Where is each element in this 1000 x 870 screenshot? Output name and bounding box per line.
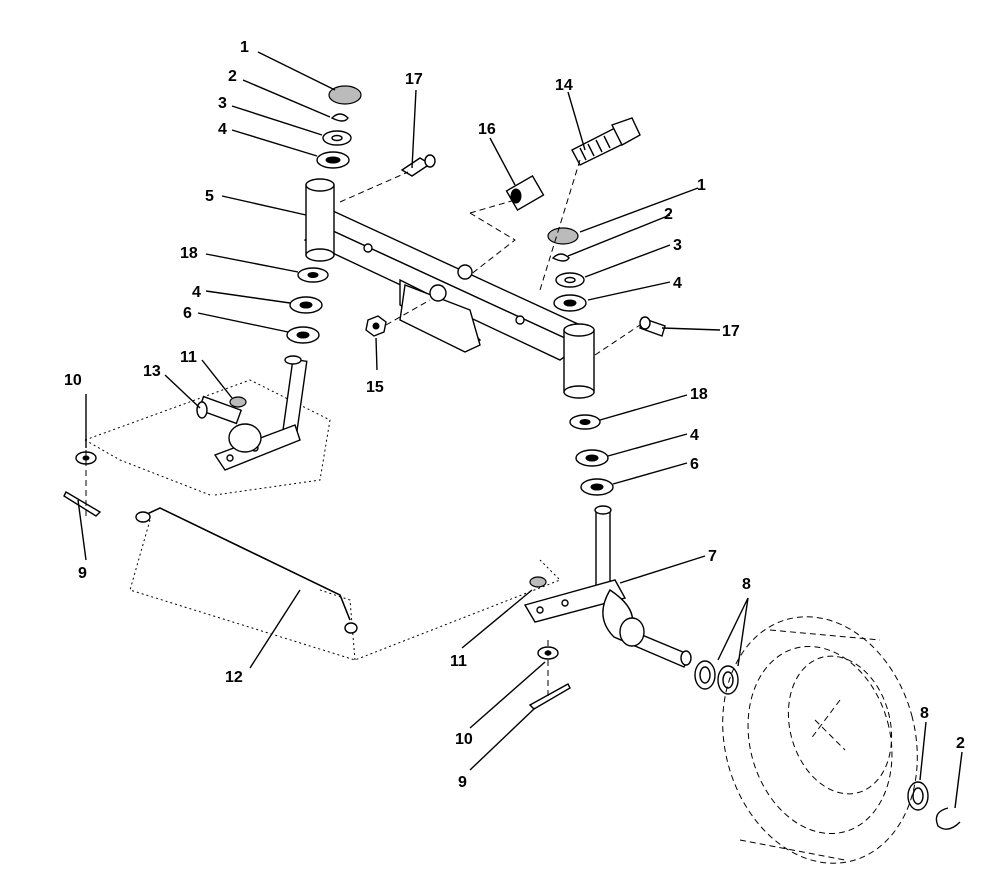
left-lower-parts [286,267,329,344]
frame-outline [84,379,561,661]
callout-7: 7 [708,548,717,565]
callout-4: 4 [690,427,699,444]
callout-9: 9 [458,774,467,791]
retaining-ring-2-left [330,113,349,122]
callout-6: 6 [183,305,192,322]
callout-18: 18 [180,245,198,262]
callout-2: 2 [228,68,237,85]
callout-3: 3 [218,95,227,112]
bolt-14 [571,117,641,166]
callout-2: 2 [956,735,965,752]
left-loose-parts [63,451,102,517]
callout-9: 9 [78,565,87,582]
front-axle-beam [303,203,582,361]
callout-2: 2 [664,206,673,223]
callout-14: 14 [555,77,573,94]
right-upper-parts [547,227,587,312]
callout-4: 4 [192,284,201,301]
callout-4: 4 [673,275,682,292]
right-spindle-tube [563,323,595,399]
callout-6: 6 [690,456,699,473]
callout-11: 11 [180,349,197,366]
grease-fitting-17-right [639,316,666,337]
callout-10: 10 [64,372,82,389]
leader-lines [77,51,963,809]
cap-1-left [328,85,362,105]
callout-10: 10 [455,731,473,748]
callout-labels: 1 2 3 4 5 18 4 6 11 13 10 9 12 17 16 14 … [64,39,965,791]
right-lower-parts [569,414,614,496]
front-wheel [722,616,918,864]
callout-12: 12 [225,669,243,686]
right-spindle [523,505,692,668]
spacer-16 [505,175,545,211]
nut-15 [365,315,387,337]
callout-4: 4 [218,121,227,138]
callout-1: 1 [240,39,249,56]
alignment-lines [85,159,641,700]
drag-link [135,507,358,634]
callout-16: 16 [478,121,496,138]
callout-8: 8 [920,705,929,722]
callout-8: 8 [742,576,751,593]
callout-13: 13 [143,363,161,380]
callout-1: 1 [697,177,706,194]
callout-17: 17 [405,71,423,88]
grease-fitting-17-left [400,154,436,177]
callout-17: 17 [722,323,740,340]
callout-11: 11 [450,653,467,670]
left-spindle-tube [305,178,335,262]
callout-15: 15 [366,379,384,396]
callout-3: 3 [673,237,682,254]
callout-5: 5 [205,188,214,205]
right-loose-parts [528,646,961,830]
left-spindle [196,355,308,471]
callout-18: 18 [690,386,708,403]
left-upper-parts [316,85,362,169]
